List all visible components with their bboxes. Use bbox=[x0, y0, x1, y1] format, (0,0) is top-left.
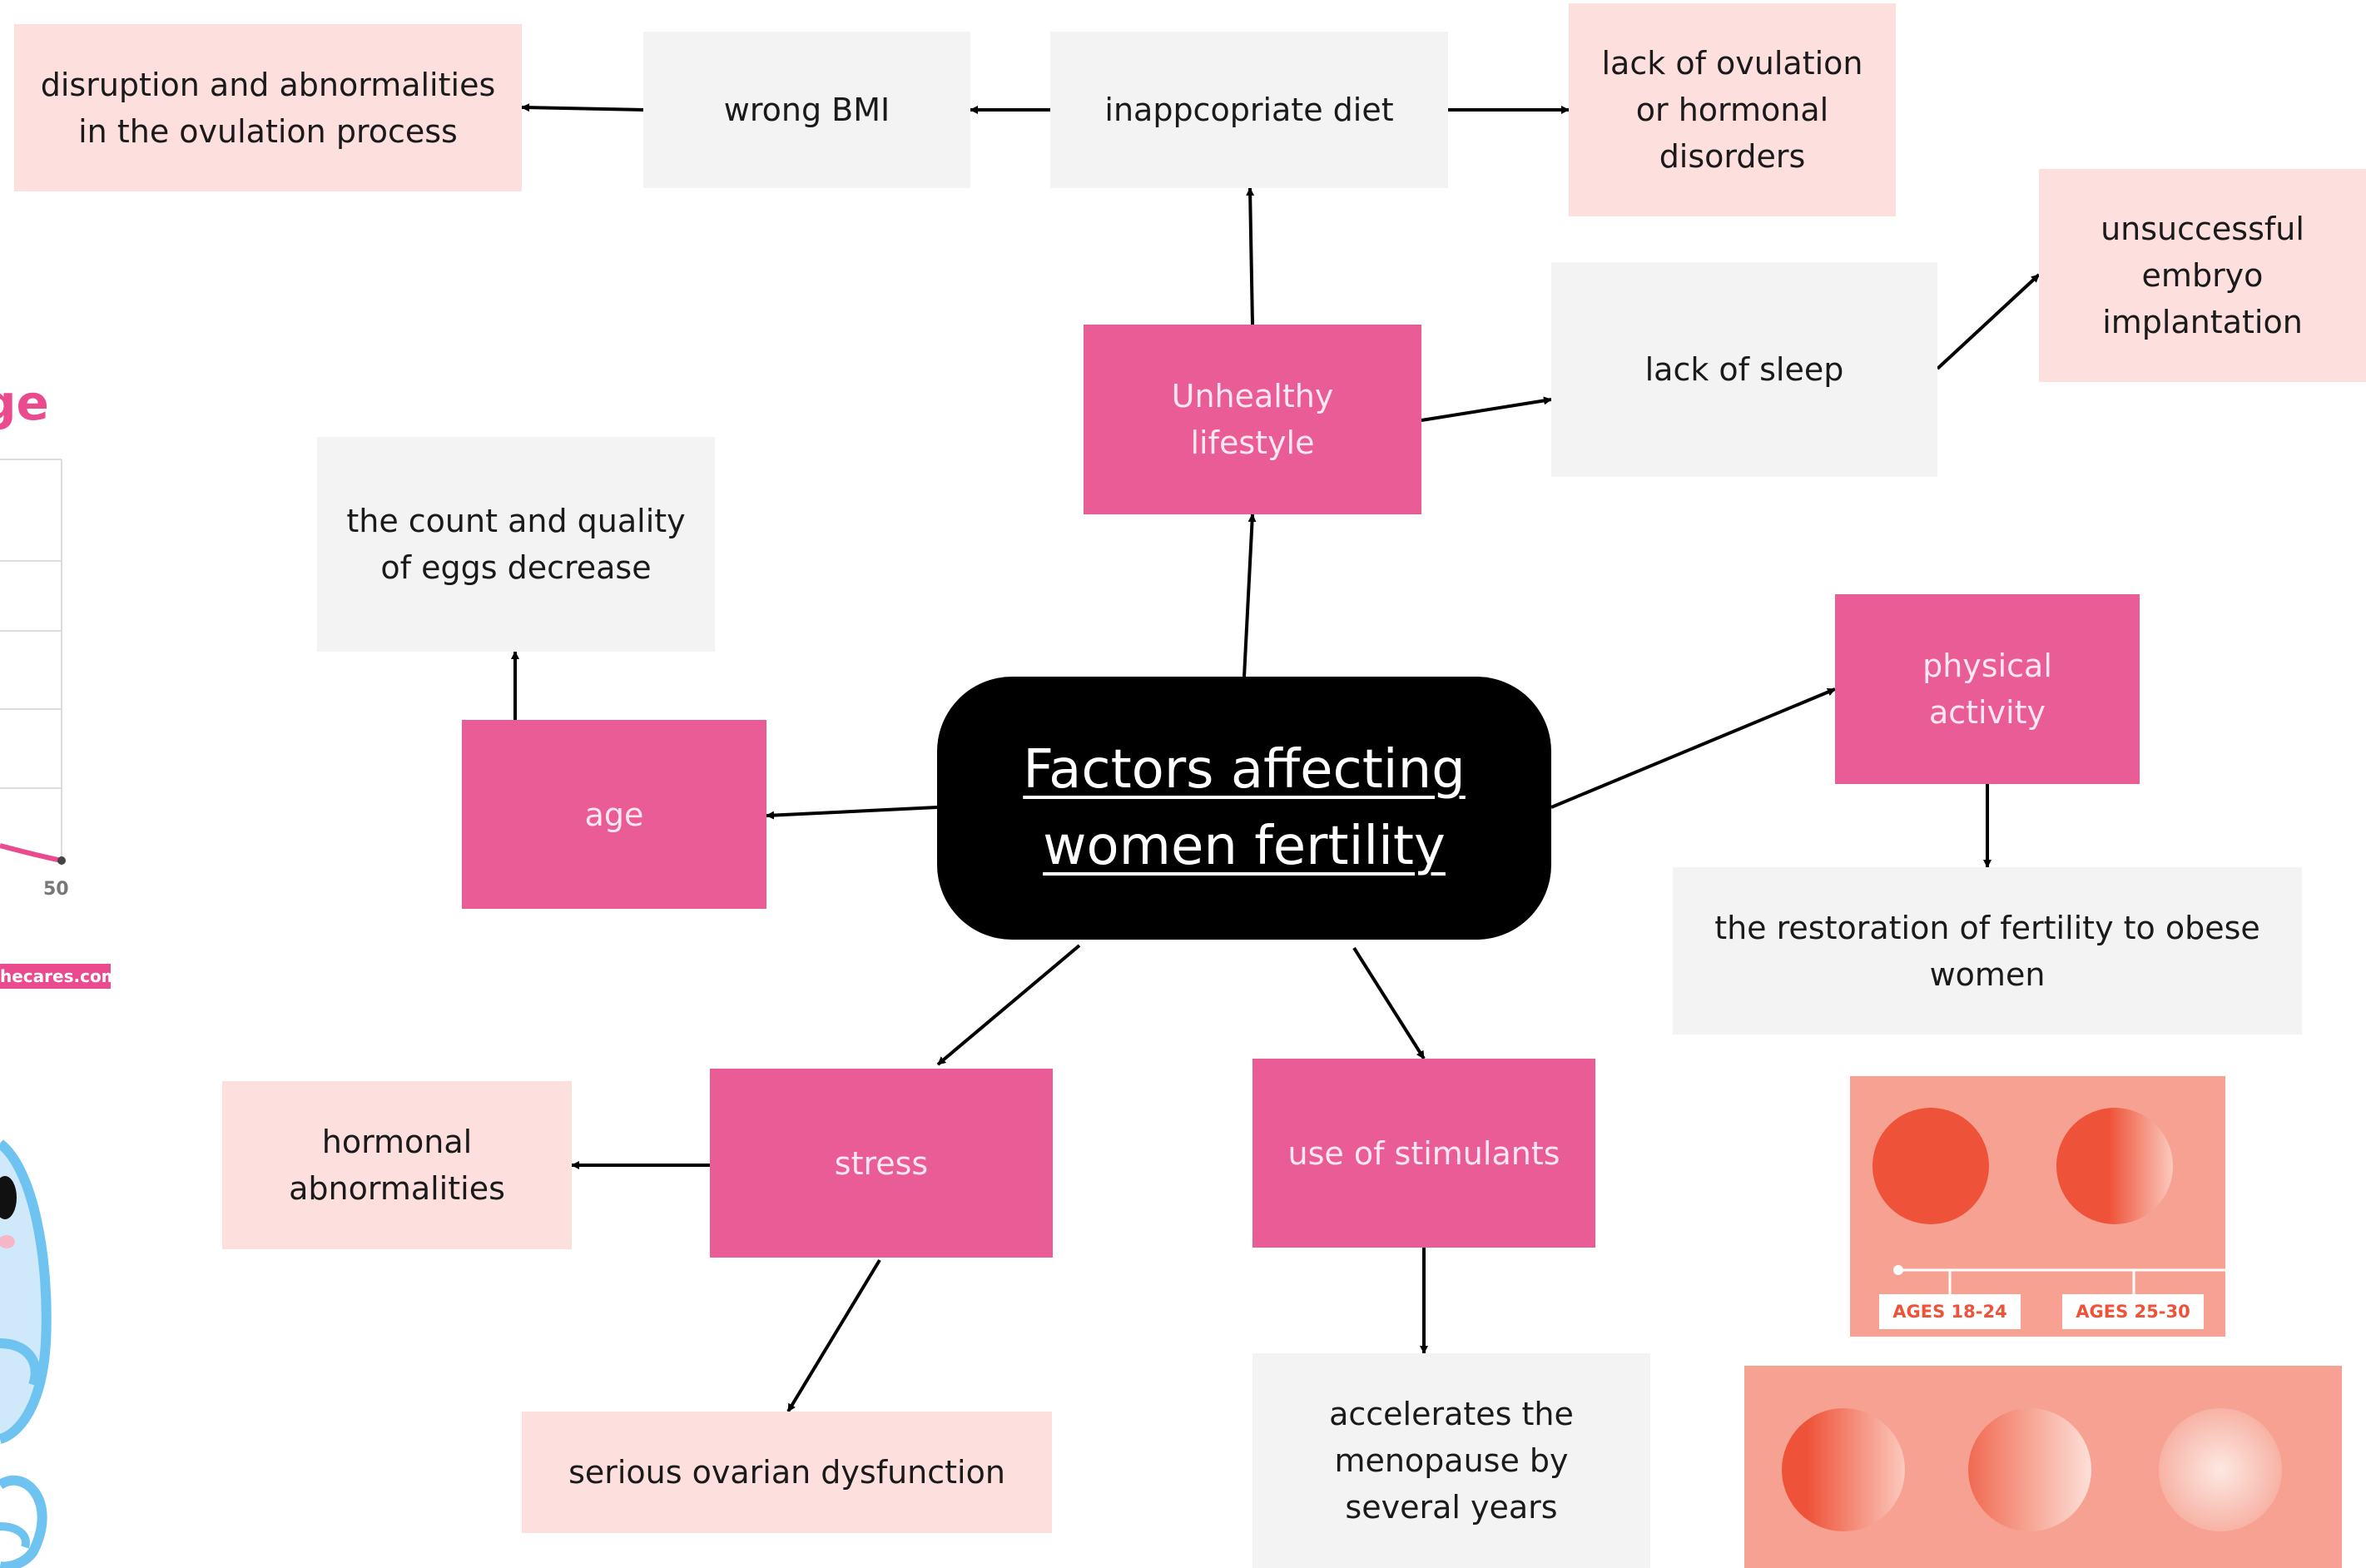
node-use-of-stimulants: use of stimulants bbox=[1252, 1059, 1595, 1248]
arrow-center-to-physical_activity bbox=[1550, 687, 1836, 809]
arrow-center-to-stress bbox=[936, 944, 1081, 1066]
node-unhealthy-lifestyle: Unhealthy lifestyle bbox=[1084, 325, 1421, 514]
node-ovarian-dysfunction: serious ovarian dysfunction bbox=[522, 1412, 1052, 1533]
node-lack-of-ovulation: lack of ovulation or hormonal disorders bbox=[1569, 3, 1896, 216]
node-menopause: accelerates the menopause by several yea… bbox=[1252, 1353, 1650, 1568]
chart-axis-tick: 50 bbox=[43, 879, 69, 900]
chart-grid-fragment bbox=[0, 459, 66, 866]
egg-quality-illustration-bottom bbox=[1744, 1366, 2342, 1568]
node-eggs-decrease: the count and quality of eggs decrease bbox=[317, 437, 715, 652]
node-fertility-restoration: the restoration of fertility to obese wo… bbox=[1673, 867, 2302, 1035]
node-physical-activity: physical activity bbox=[1835, 594, 2140, 784]
egg-icon bbox=[1968, 1408, 2091, 1531]
arrow-center-to-stimulants bbox=[1352, 946, 1426, 1060]
cartoon-character-fragment bbox=[0, 1139, 52, 1568]
chart-point-fragment bbox=[57, 856, 66, 865]
node-embryo-implantation: unsuccessful embryo implantation bbox=[2039, 169, 2366, 382]
arrow-wrong_bmi-to-ovulation_disruption bbox=[521, 103, 644, 112]
node-inappropriate-diet: inappcopriate diet bbox=[1050, 32, 1448, 188]
node-stress: stress bbox=[710, 1069, 1053, 1258]
node-ovulation-disruption: disruption and abnormalities in the ovul… bbox=[14, 24, 522, 191]
node-age: age bbox=[462, 720, 766, 909]
egg-icon bbox=[2056, 1108, 2173, 1224]
source-tag: hecares.com bbox=[0, 964, 111, 989]
central-topic: Factors affecting women fertility bbox=[937, 677, 1551, 940]
chart-heading-fragment: ge bbox=[0, 375, 49, 431]
central-topic-label: Factors affecting women fertility bbox=[1023, 739, 1466, 877]
arrow-unhealthy_lifestyle-to-inappropriate_diet bbox=[1246, 187, 1255, 325]
age-label-25-30: AGES 25-30 bbox=[2076, 1302, 2190, 1322]
age-label-18-24: AGES 18-24 bbox=[1892, 1302, 2007, 1322]
arrow-unhealthy_lifestyle-to-lack_of_sleep bbox=[1421, 396, 1552, 422]
egg-icon bbox=[1782, 1408, 1905, 1531]
egg-icon bbox=[2159, 1408, 2282, 1531]
node-wrong-bmi: wrong BMI bbox=[643, 32, 970, 188]
egg-quality-illustration-top bbox=[1850, 1076, 2225, 1337]
arrow-lack_of_sleep-to-embryo_implantation bbox=[1936, 273, 2041, 370]
arrow-center-to-age bbox=[766, 806, 938, 820]
arrow-stress-to-ovarian_dysfunction bbox=[786, 1258, 881, 1413]
chart-line-fragment bbox=[0, 843, 62, 863]
arrow-center-to-unhealthy_lifestyle bbox=[1243, 514, 1257, 677]
node-hormonal-abnormalities: hormonal abnormalities bbox=[222, 1081, 572, 1249]
egg-icon bbox=[1872, 1108, 1989, 1224]
cropped-chart-fragment: ge 50 hecares.com bbox=[0, 358, 117, 1007]
node-lack-of-sleep: lack of sleep bbox=[1551, 262, 1937, 477]
